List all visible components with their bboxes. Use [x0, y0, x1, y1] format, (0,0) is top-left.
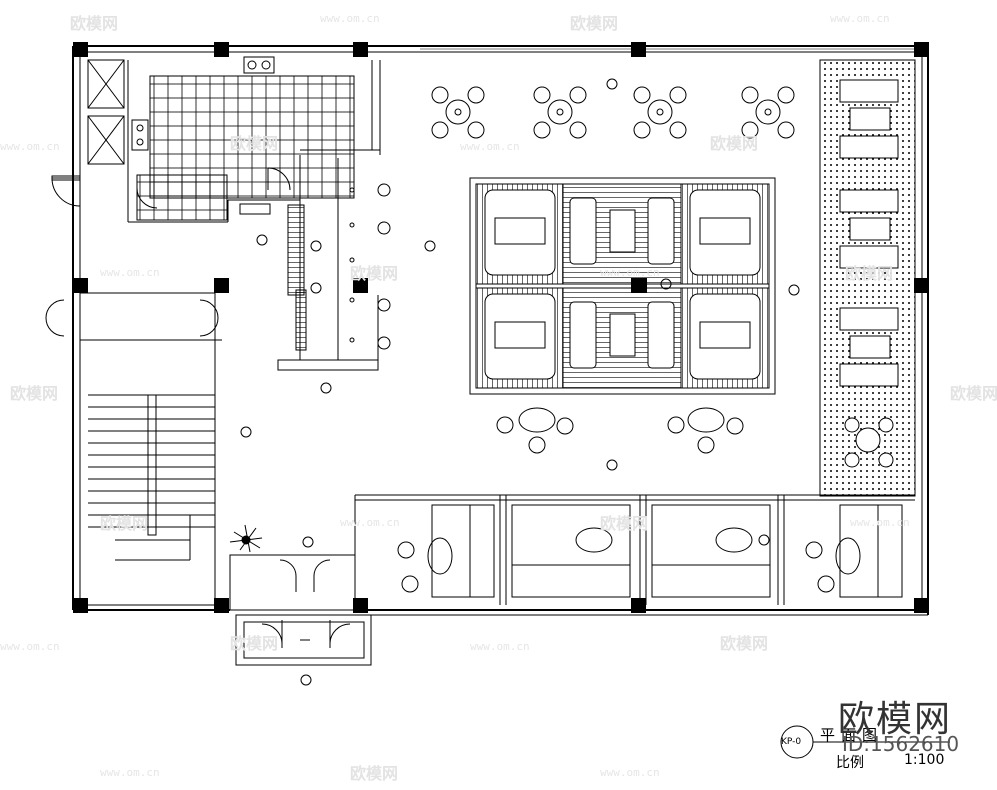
watermark-logo: 欧模网 [720, 634, 769, 653]
drawing-tag [780, 725, 950, 759]
watermark-url: www.om.cn [850, 516, 910, 529]
bar-counter [277, 158, 391, 371]
watermark-logo: 欧模网 [950, 384, 997, 403]
table-set-window-3 [633, 86, 687, 139]
drawing-code: KP-0 [781, 737, 802, 747]
west-door [51, 175, 81, 207]
plant-icon [229, 524, 263, 553]
watermark-logo: 欧模网 [350, 264, 399, 283]
watermark-url: www.om.cn [320, 12, 380, 25]
table-set-window-4 [741, 86, 795, 139]
scale-label: 比例 [836, 755, 864, 771]
east-booth-strip [819, 59, 916, 497]
service-shafts [87, 59, 125, 165]
watermark-logo: 欧模网 [70, 14, 119, 33]
brand-logo: 欧模网 [838, 699, 953, 740]
staircase [45, 292, 222, 606]
private-rooms [354, 494, 915, 610]
watermark-logo: 欧模网 [230, 134, 279, 153]
watermark-url: www.om.cn [0, 140, 60, 153]
watermark-url: www.om.cn [100, 266, 160, 279]
watermark-url: www.om.cn [340, 516, 400, 529]
elevation-markers [240, 78, 800, 686]
watermark-url: www.om.cn [100, 766, 160, 779]
watermark-url: www.om.cn [460, 140, 520, 153]
watermark-logo: 欧模网 [100, 514, 149, 533]
watermark-url: www.om.cn [600, 266, 660, 279]
watermark-url: www.om.cn [600, 766, 660, 779]
watermark-logo: 欧模网 [230, 634, 279, 653]
round-table-lounge-2 [667, 407, 744, 454]
watermark-logo: 欧模网 [350, 764, 399, 783]
watermark-url: www.om.cn [470, 640, 530, 653]
central-booth-platform [469, 177, 776, 395]
watermark-logo: 欧模网 [710, 134, 759, 153]
brand-id: ID:1562610 [842, 732, 960, 756]
drawing-title: 平面图 [820, 726, 884, 744]
watermark-logo: 欧模网 [570, 14, 619, 33]
round-table-lounge-1 [496, 407, 574, 454]
watermark-url: www.om.cn [830, 12, 890, 25]
watermark-url: www.om.cn [0, 640, 60, 653]
table-set-window-1 [431, 86, 485, 139]
watermark-logo: 欧模网 [600, 514, 649, 533]
watermark-logo: 欧模网 [845, 264, 894, 283]
kitchen-area [127, 56, 381, 360]
table-set-window-2 [533, 86, 587, 139]
watermark-logo: 欧模网 [10, 384, 59, 403]
scale-value: 1:100 [904, 752, 945, 768]
